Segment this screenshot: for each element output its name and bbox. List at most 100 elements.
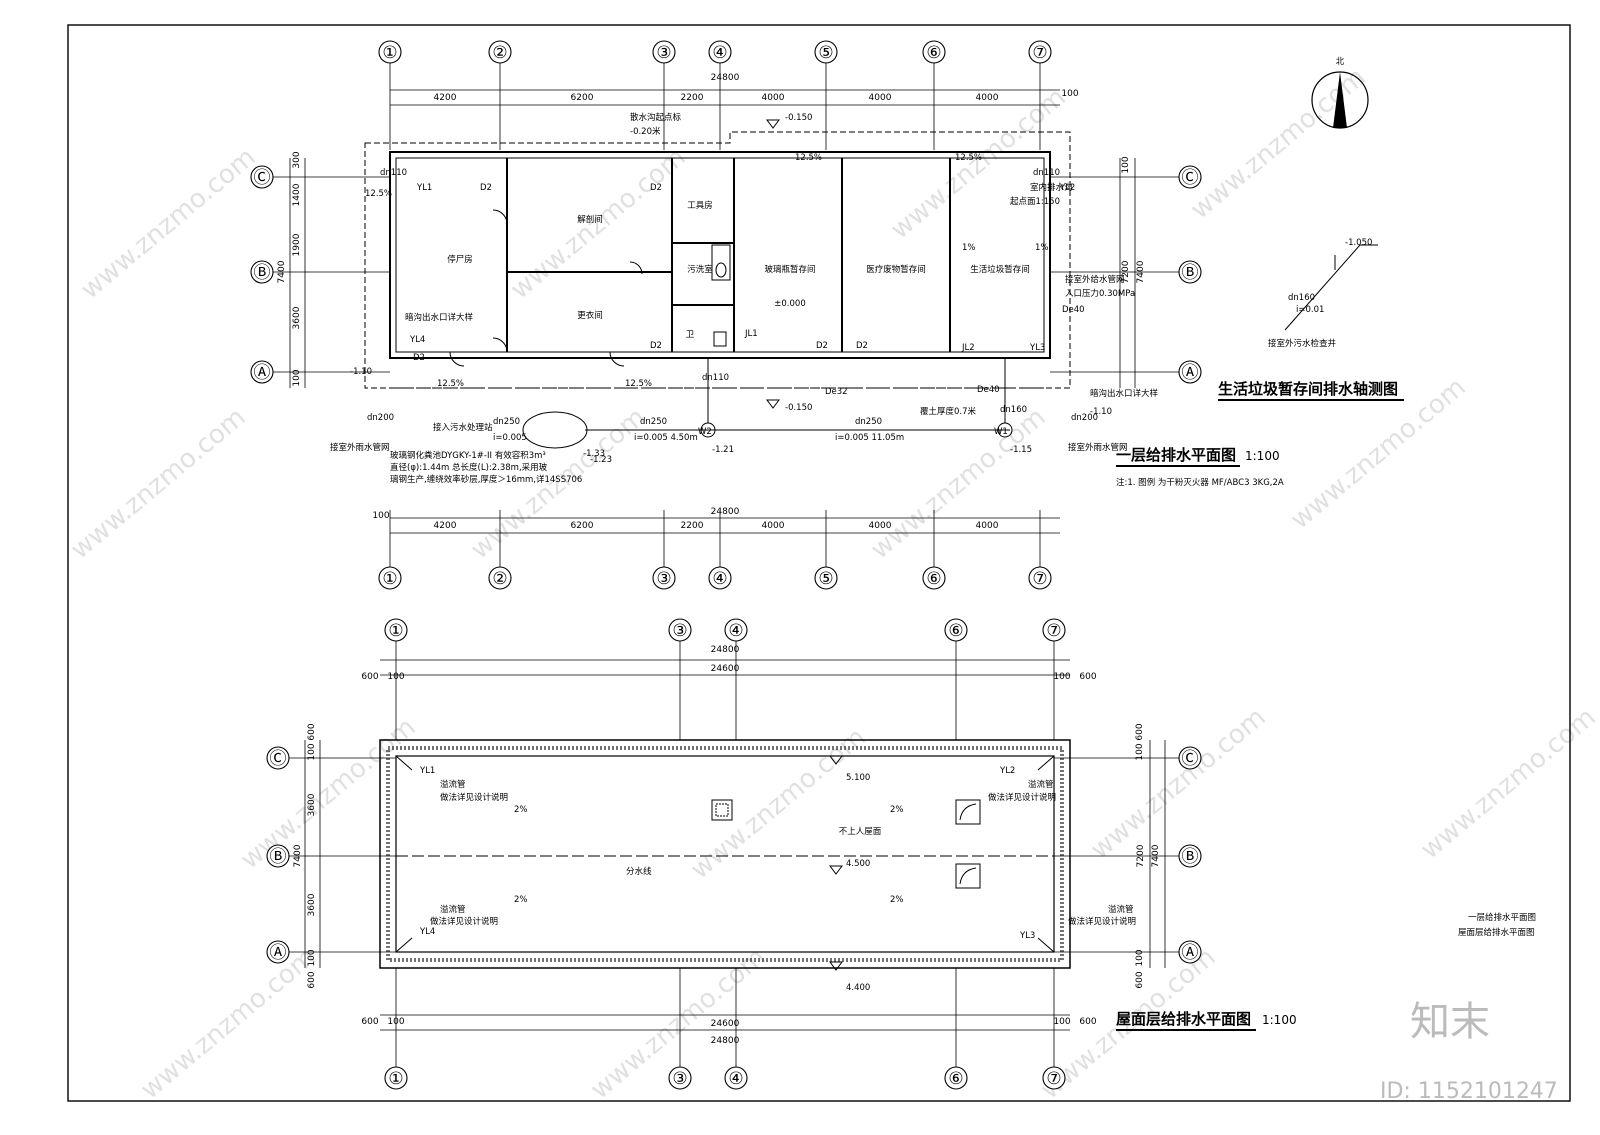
axis-bubble: ⑤ [814, 566, 838, 590]
axis-bubble: ① [378, 40, 402, 64]
overflow-note: 做法详见设计说明 [430, 916, 498, 927]
roof-dim-edge: 100 [1053, 672, 1070, 682]
pipe-d2: D2 [480, 183, 492, 193]
axis-bubble-label: Ⓒ [1182, 749, 1199, 769]
axis-bubble: ⑦ [1042, 1066, 1066, 1090]
dn-label: De40 [1062, 305, 1085, 315]
axis-bubble: ② [488, 566, 512, 590]
septic-note-2: 直径(φ):1.44m 总长度(L):2.38m,采用玻 [390, 462, 548, 473]
north-compass: 北 [1311, 57, 1369, 129]
note-slope: i=0.005 [493, 433, 527, 443]
note-level: -1.10 [350, 367, 372, 377]
axis-bubble: ③ [652, 566, 676, 590]
axis-bubble-label: ⑦ [1032, 43, 1047, 63]
axonometric-diagram [1284, 244, 1378, 331]
axis-bubble: ⑦ [1028, 40, 1052, 64]
note-level: -1.15 [1010, 445, 1032, 455]
septic-note-3: 璃钢生产,缠绕效率砂层,厚度＞16mm,详14SS706 [390, 474, 582, 485]
axis-bubble: ⑦ [1042, 618, 1066, 642]
roof-dim-inner: 24600 [711, 664, 740, 674]
dim-roof-right: 100 [1135, 743, 1145, 760]
overflow-note: 做法详见设计说明 [440, 792, 508, 803]
dim-roof-left: 3600 [307, 893, 317, 916]
watermark-text: www.znzmo.com [135, 942, 321, 1105]
axis-bubble-label: ⑥ [948, 1069, 963, 1089]
dim-span: 4000 [976, 93, 999, 103]
dim-roof-left: 100 [307, 949, 317, 966]
note-level: -1.23 [590, 455, 612, 465]
manhole-w1-label: W1 [994, 427, 1008, 437]
axis-bubble-label: ④ [728, 1069, 743, 1089]
dim-roof-left: 7400 [293, 844, 303, 867]
level-bottom: -0.150 [785, 403, 812, 413]
axis-bubble-label: ⑦ [1032, 569, 1047, 589]
dim-right: 7200 [1121, 260, 1131, 283]
overflow-note: 溢流管 [440, 779, 466, 790]
axis-bubble-label: Ⓑ [1182, 847, 1199, 867]
pipe-yl4: YL4 [409, 335, 425, 345]
axis-bubble-label: ③ [656, 43, 671, 63]
watermark-text: www.znzmo.com [1415, 702, 1600, 865]
dim-roof-right: 7200 [1136, 844, 1146, 867]
dim-span: 2200 [681, 93, 704, 103]
dn-label: De32 [825, 387, 848, 397]
overflow-note: 做法详见设计说明 [988, 792, 1056, 803]
slope-label: 12.5% [437, 379, 464, 389]
dn-label: dn160 [1000, 405, 1027, 415]
axis-bubble-label: ④ [712, 569, 727, 589]
axis-bubble: Ⓐ [250, 360, 274, 384]
dim-total-bottom: 24800 [711, 507, 740, 517]
pipe-yl2: YL2 [1059, 183, 1075, 193]
dn-label: dn110 [380, 168, 407, 178]
note-rain: 接室外雨水管网 [330, 442, 390, 453]
roof-dim-edge: 600 [1079, 672, 1096, 682]
axis-bubble-label: Ⓐ [1182, 943, 1199, 963]
axis-bubble-label: ② [492, 43, 507, 63]
axis-bubble: ⑦ [1028, 566, 1052, 590]
dim-roof-left: 600 [307, 971, 317, 988]
dim-left: 100 [292, 369, 302, 386]
room-label: 卫 [686, 330, 695, 340]
note-outlet: 暗沟出水口详大样 [405, 312, 474, 323]
axis-bubble: ⑥ [922, 40, 946, 64]
axis-bubble-label: Ⓒ [1182, 168, 1199, 188]
roof-level: 4.500 [846, 859, 870, 869]
door-swing [609, 351, 625, 367]
axono-level: -1.050 [1345, 238, 1372, 248]
dim-edge-bottom: 100 [372, 511, 389, 521]
sink-bowl [715, 262, 727, 278]
pipe-jl1: JL1 [744, 329, 758, 339]
toilet [713, 331, 727, 347]
note-level: -1.21 [712, 445, 734, 455]
door-swing [492, 337, 508, 353]
slope-label: 1% [962, 243, 976, 253]
axis-bubble-label: Ⓒ [270, 749, 287, 769]
axono-note: 接室外污水检查井 [1268, 338, 1336, 349]
note-water: 接室外给水管网 [1065, 274, 1125, 285]
dn-label: dn200 [1071, 413, 1098, 423]
note-level: -1.10 [1090, 407, 1112, 417]
level-top: -0.150 [785, 113, 812, 123]
note-level: -1.33 [583, 449, 605, 459]
axis-bubble: ④ [724, 618, 748, 642]
roof-pipe-yl1: YL1 [419, 766, 435, 776]
dim-left-total: 7400 [277, 260, 287, 283]
roof-pipe-yl4: YL4 [419, 927, 435, 937]
roof-dim-edge: 600 [1079, 1017, 1096, 1027]
note-slope-len: i=0.005 11.05m [835, 433, 904, 443]
watermark-text: www.znzmo.com [865, 402, 1051, 565]
dim-span: 4200 [434, 93, 457, 103]
plan2-title: 屋面层给排水平面图 [1116, 1010, 1251, 1028]
dim-span: 4000 [762, 521, 785, 531]
apron-start-level: -0.20米 [630, 126, 661, 137]
dim-roof-left: 3600 [307, 793, 317, 816]
roof-dim-total: 24800 [711, 1036, 740, 1046]
door-swing [449, 351, 465, 367]
axis-bubble-label: Ⓑ [1182, 263, 1199, 283]
axis-bubble: ③ [668, 1066, 692, 1090]
ridge-label: 分水线 [626, 866, 652, 877]
